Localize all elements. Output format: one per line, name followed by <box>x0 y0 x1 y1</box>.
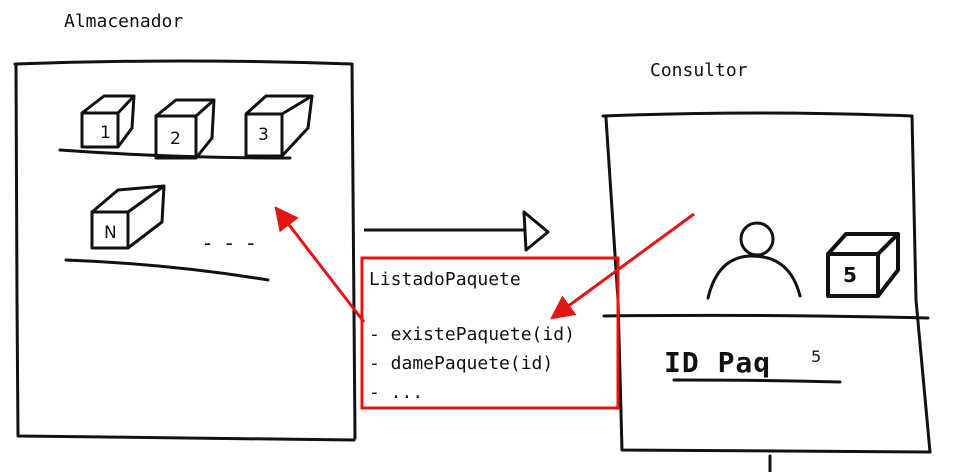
person-icon <box>706 221 802 300</box>
box-n <box>90 184 166 250</box>
flow-arrow <box>364 210 550 252</box>
box-5 <box>826 232 900 298</box>
box-n-label: N <box>104 223 117 243</box>
consultor-panel <box>601 111 932 472</box>
box-2 <box>154 98 216 160</box>
shelf-line-bottom <box>64 258 270 282</box>
field-underline <box>672 378 842 384</box>
box-2-label: 2 <box>170 129 181 149</box>
id-paq-label: ID Paq <box>664 346 771 379</box>
box-5-label: 5 <box>843 263 857 287</box>
method-existe-paquete: - existePaquete(id) <box>369 324 575 345</box>
divider-line <box>602 313 930 320</box>
listado-paquete-box <box>360 256 620 410</box>
ellipsis-dashes: - - - <box>204 231 258 255</box>
consultor-title: Consultor <box>650 60 748 81</box>
box-1-label: 1 <box>100 123 111 143</box>
red-arrow-to-almacenador <box>274 206 366 323</box>
interface-title: ListadoPaquete <box>369 269 521 290</box>
method-dame-paquete: - damePaquete(id) <box>369 353 554 374</box>
almacenador-panel <box>13 59 357 442</box>
id-paq-value: 5 <box>811 347 821 366</box>
box-3 <box>244 94 314 158</box>
almacenador-title: Almacenador <box>64 11 184 32</box>
method-ellipsis: - ... <box>369 382 424 403</box>
red-arrow-from-consultor <box>550 212 695 320</box>
shelf-line-top <box>58 148 292 160</box>
box-1 <box>80 94 136 149</box>
box-3-label: 3 <box>258 125 269 145</box>
